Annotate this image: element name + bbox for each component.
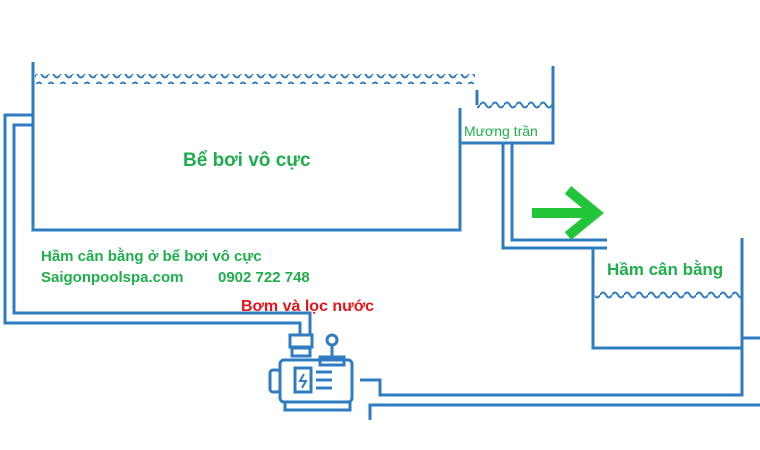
channel-water-surface [477,99,552,109]
flow-arrow-icon [532,186,604,240]
pool-water-surface [35,74,475,84]
balance-tank-label: Hầm cân bằng [607,260,724,279]
tank-water-surface [595,291,741,301]
pool-return-pipe [3,113,312,335]
overflow-channel-label: Mương trần [464,123,538,139]
pump-label: Bơm và lọc nước [241,298,375,315]
pump-icon [268,333,354,412]
caption-site: Saigonpoolspa.com [41,269,184,286]
caption-line1: Hầm cân bằng ở bể bơi vô cực [41,248,262,265]
caption-phone: 0902 722 748 [218,269,310,286]
pool-walls [31,62,462,232]
balance-tank-walls [591,238,744,350]
pool-label: Bể bơi vô cực [183,150,311,171]
overflow-pipe [501,143,607,250]
tank-outlet-pipe [360,336,760,420]
